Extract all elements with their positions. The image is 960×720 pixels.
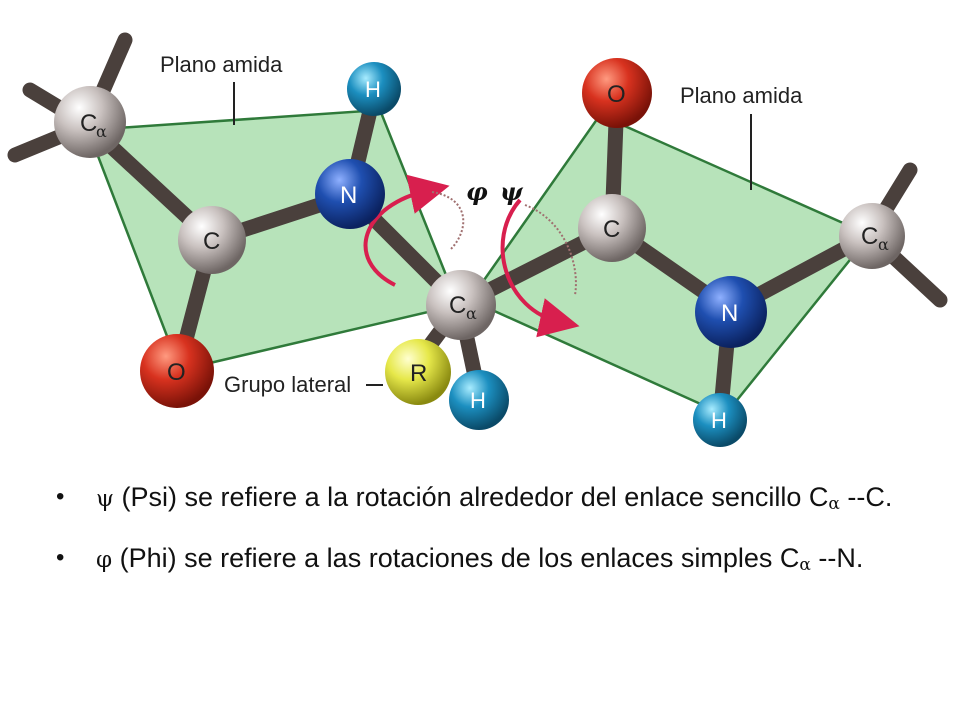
- phi-alpha-sub: α: [799, 555, 811, 575]
- psi-symbol-text: ψ: [96, 486, 115, 512]
- svg-text:O: O: [607, 81, 626, 108]
- svg-text:O: O: [167, 359, 186, 386]
- psi-symbol: ψ: [500, 177, 524, 206]
- svg-text:α: α: [878, 235, 889, 254]
- phi-rotation-arrow: [363, 174, 450, 287]
- peptide-bond-diagram: φ ψ C α C N H O R C α H O C: [7, 32, 948, 447]
- svg-text:C: C: [449, 292, 466, 319]
- side-group-label: Grupo lateral: [224, 372, 351, 397]
- atom-carbon-left: C: [178, 206, 246, 274]
- svg-text:N: N: [721, 300, 738, 327]
- atom-calpha-left: C α: [54, 86, 126, 158]
- phi-symbol-text: φ: [96, 547, 113, 573]
- atom-nitrogen-right: N: [695, 276, 767, 348]
- atom-nitrogen-left: N: [315, 159, 385, 229]
- phi-rotation-arrow-back: [431, 191, 465, 251]
- atom-hydrogen-center: H: [449, 370, 509, 430]
- psi-text-b: --C.: [839, 482, 893, 512]
- svg-text:C: C: [80, 110, 97, 137]
- bullet-psi: • ψ (Psi) se refiere a la rotación alred…: [56, 478, 916, 523]
- psi-rotation-arrow-back: [524, 204, 577, 296]
- atom-r-group: R: [385, 339, 451, 405]
- svg-text:H: H: [365, 77, 381, 102]
- svg-text:H: H: [470, 388, 486, 413]
- svg-text:C: C: [603, 216, 620, 243]
- atom-hydrogen-bottom-right: H: [693, 393, 747, 447]
- phi-text-b: --N.: [810, 543, 864, 573]
- atom-oxygen-left: O: [140, 334, 214, 408]
- bullet-list: • ψ (Psi) se refiere a la rotación alred…: [56, 478, 916, 600]
- psi-text-a: (Psi) se refiere a la rotación alrededor…: [114, 482, 829, 512]
- svg-text:H: H: [711, 408, 727, 433]
- bullet-phi: • φ (Phi) se refiere a las rotaciones de…: [56, 539, 916, 584]
- atom-calpha-center: C α: [426, 270, 496, 340]
- plane-label-right: Plano amida: [680, 83, 803, 108]
- phi-text-a: (Phi) se refiere a las rotaciones de los…: [112, 543, 800, 573]
- psi-alpha-sub: α: [828, 494, 840, 514]
- plane-label-left: Plano amida: [160, 52, 283, 77]
- bullet-dot: •: [56, 483, 65, 510]
- atom-carbon-right: C: [578, 194, 646, 262]
- svg-text:N: N: [340, 182, 357, 209]
- svg-text:α: α: [96, 122, 107, 141]
- psi-rotation-arrow: [500, 198, 580, 338]
- svg-text:C: C: [861, 223, 878, 250]
- atom-calpha-right: C α: [839, 203, 905, 269]
- bullet-dot: •: [56, 544, 65, 571]
- phi-symbol: φ: [466, 177, 488, 206]
- svg-text:R: R: [410, 360, 427, 387]
- atom-hydrogen-top-left: H: [347, 62, 401, 116]
- svg-text:C: C: [203, 228, 220, 255]
- atom-oxygen-right: O: [582, 58, 652, 128]
- svg-text:α: α: [466, 304, 477, 323]
